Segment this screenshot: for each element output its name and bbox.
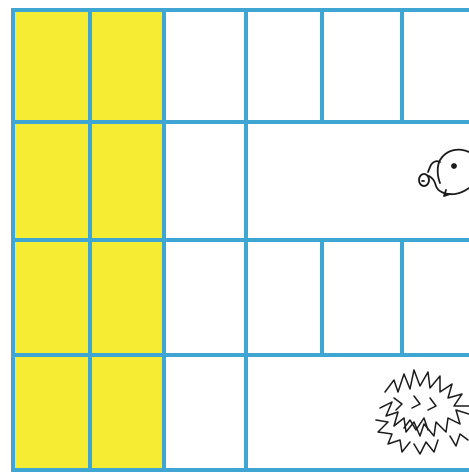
shaded-cell bbox=[92, 12, 162, 120]
shaded-cell bbox=[15, 242, 88, 353]
shaded-cell bbox=[15, 124, 88, 238]
shaded-cell bbox=[92, 357, 162, 468]
shaded-cell bbox=[92, 124, 162, 238]
shaded-cell bbox=[92, 242, 162, 353]
shaded-cell bbox=[15, 357, 88, 468]
shaded-cell bbox=[15, 12, 88, 120]
